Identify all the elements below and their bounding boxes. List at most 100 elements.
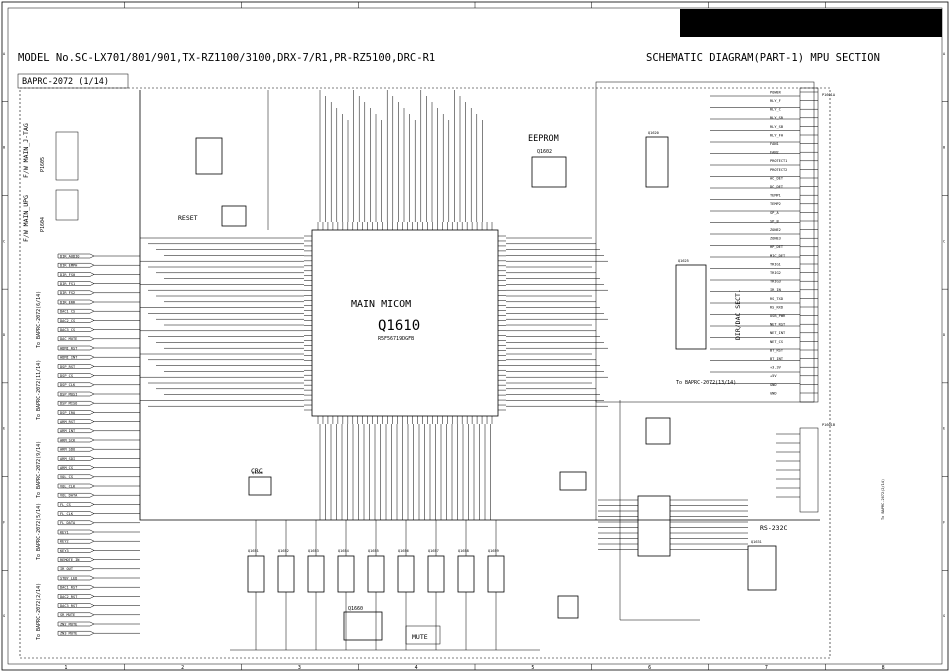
rs232c-chip (747, 545, 777, 591)
signal-tag (57, 446, 95, 452)
right-pin-label: NET_RST (770, 323, 786, 327)
mute-ref: Q1660 (348, 606, 363, 612)
upg-label: F/W MAIN_UPG (22, 195, 30, 242)
signal-tag (57, 253, 95, 259)
driver-ic-ref: Q1653 (308, 549, 319, 553)
left-signal-labels: DIR_AUDIODIR_EMPHDIR_FS0DIR_FS1DIR_FS2DI… (57, 253, 140, 636)
signal-tag (57, 382, 95, 388)
signal-label: ZN3_MUTE (60, 632, 77, 636)
right-pin-label: MIC_DET (770, 254, 786, 258)
grid-column-label: 6 (648, 665, 651, 671)
grid-row-label: D (943, 333, 945, 337)
signal-label: HDMI_INT (60, 356, 78, 360)
power-rail (139, 90, 820, 521)
signal-label: ARM_SCK (60, 438, 76, 442)
right-pin-label: GND (770, 391, 777, 395)
right-pin-label: RS_TXD (770, 297, 783, 301)
grid-column-label: 8 (882, 665, 885, 671)
signal-label: DSP_CS (60, 374, 73, 378)
dir-buffer-ref: Q1625 (678, 259, 689, 263)
signal-tag (57, 318, 95, 323)
right-pin-label: BT_INT (770, 357, 784, 361)
eeprom-label: EEPROM (528, 134, 559, 144)
sheet-label: BAPRC-2072 (1/14) (22, 77, 109, 87)
signal-tag (57, 354, 95, 360)
signal-tag (57, 299, 95, 305)
signal-label: DSP_CLK (60, 383, 76, 387)
main-micom-chip (311, 229, 499, 417)
grid-column-label: 1 (64, 665, 67, 671)
jtag-connector (55, 131, 79, 181)
rs232c-label: RS-232C (760, 524, 787, 532)
signal-tag (57, 502, 95, 507)
signal-label: FL_CLK (60, 512, 74, 516)
signal-label: DIR_EMPH (60, 264, 77, 268)
signal-label: DAC_MUTE (60, 337, 77, 341)
signal-tag (57, 492, 95, 498)
right-pin-label: FAN2 (770, 151, 779, 155)
driver-ic (367, 555, 385, 593)
dir-small-chip (559, 471, 587, 491)
signal-tag (57, 364, 95, 369)
header-bar (680, 9, 942, 37)
signal-tag (57, 308, 95, 314)
right-pin-label: USB_PWR (770, 314, 786, 318)
right-pin-label: IR_IN (770, 288, 781, 292)
driver-ic-ref: Q1657 (428, 549, 439, 553)
signal-label: REMOTE_IN (60, 558, 79, 562)
right-pin-label: PROTECT2 (770, 168, 787, 172)
grid-row-label: E (3, 427, 5, 431)
dir-mux-chip (645, 417, 671, 445)
signal-tag (57, 529, 95, 535)
signal-label: VOL_CLK (60, 484, 76, 488)
signal-tag (57, 327, 95, 332)
dir-decoder-chip (637, 495, 671, 557)
right-pin-label: AC_DET (770, 176, 784, 180)
signal-tag (57, 584, 95, 590)
right-pin-label: +3.3V (770, 366, 782, 370)
signal-label: DIR_ERR (60, 300, 76, 304)
driver-ic-ref: Q1655 (368, 549, 379, 553)
signal-tag (57, 621, 95, 627)
signal-label: DIR_AUDIO (60, 254, 79, 258)
driver-ic (277, 555, 295, 593)
driver-ic (427, 555, 445, 593)
signal-label: DSP_IRQ (60, 411, 75, 415)
signal-tag (57, 594, 95, 599)
dir-dac-chip (675, 264, 707, 350)
grid-row-label: B (943, 146, 945, 150)
right-pin-label: RLY_FH (770, 133, 783, 137)
grid-row-label: A (943, 52, 946, 56)
main-micom-ref: Q1610 (378, 318, 420, 334)
signal-tag (57, 520, 95, 526)
right-connector-pins: POWERRLY_FRLY_CRLY_SRRLY_SBRLY_FHFAN1FAN… (770, 90, 818, 395)
signal-label: ARM_INT (60, 429, 76, 433)
right-pin-label: RLY_C (770, 108, 781, 112)
signal-tag (57, 575, 95, 581)
right-pin-label: RLY_SR (770, 116, 784, 120)
to-baprc-2-right-label: To BAPRC-2072(2/14) (881, 479, 885, 520)
signal-tag (57, 511, 95, 516)
right-header-ref: P1601A (822, 93, 836, 97)
driver-ic-ref: Q1654 (338, 549, 349, 553)
right-pin-label: +5V (770, 374, 777, 378)
grid-row-label: A (3, 52, 6, 56)
to-baprc-13-label: To BAPRC-2072(13/14) (676, 380, 736, 386)
regulator-chip (557, 595, 579, 619)
upg-connector (55, 189, 79, 221)
signal-tag (57, 419, 95, 424)
power-rail (619, 400, 700, 621)
grid-column-label: 2 (181, 665, 184, 671)
right-pin-label: ZONE3 (770, 237, 781, 241)
to-baprc-2-label: To BAPRC-2072(2/14) (36, 583, 42, 640)
grid-row-label: B (3, 146, 5, 150)
grid-column-label: 4 (415, 665, 418, 671)
signal-label: STBY_LED (60, 576, 77, 580)
signal-label: DSP_MISO (60, 402, 77, 406)
grid-row-label: F (943, 520, 945, 524)
right-pin-label: FAN1 (770, 142, 779, 146)
grid-row-label: C (943, 239, 945, 243)
right-pin-label: NET_INT (770, 331, 786, 335)
schematic-wires (139, 90, 820, 621)
signal-tag (57, 281, 95, 286)
